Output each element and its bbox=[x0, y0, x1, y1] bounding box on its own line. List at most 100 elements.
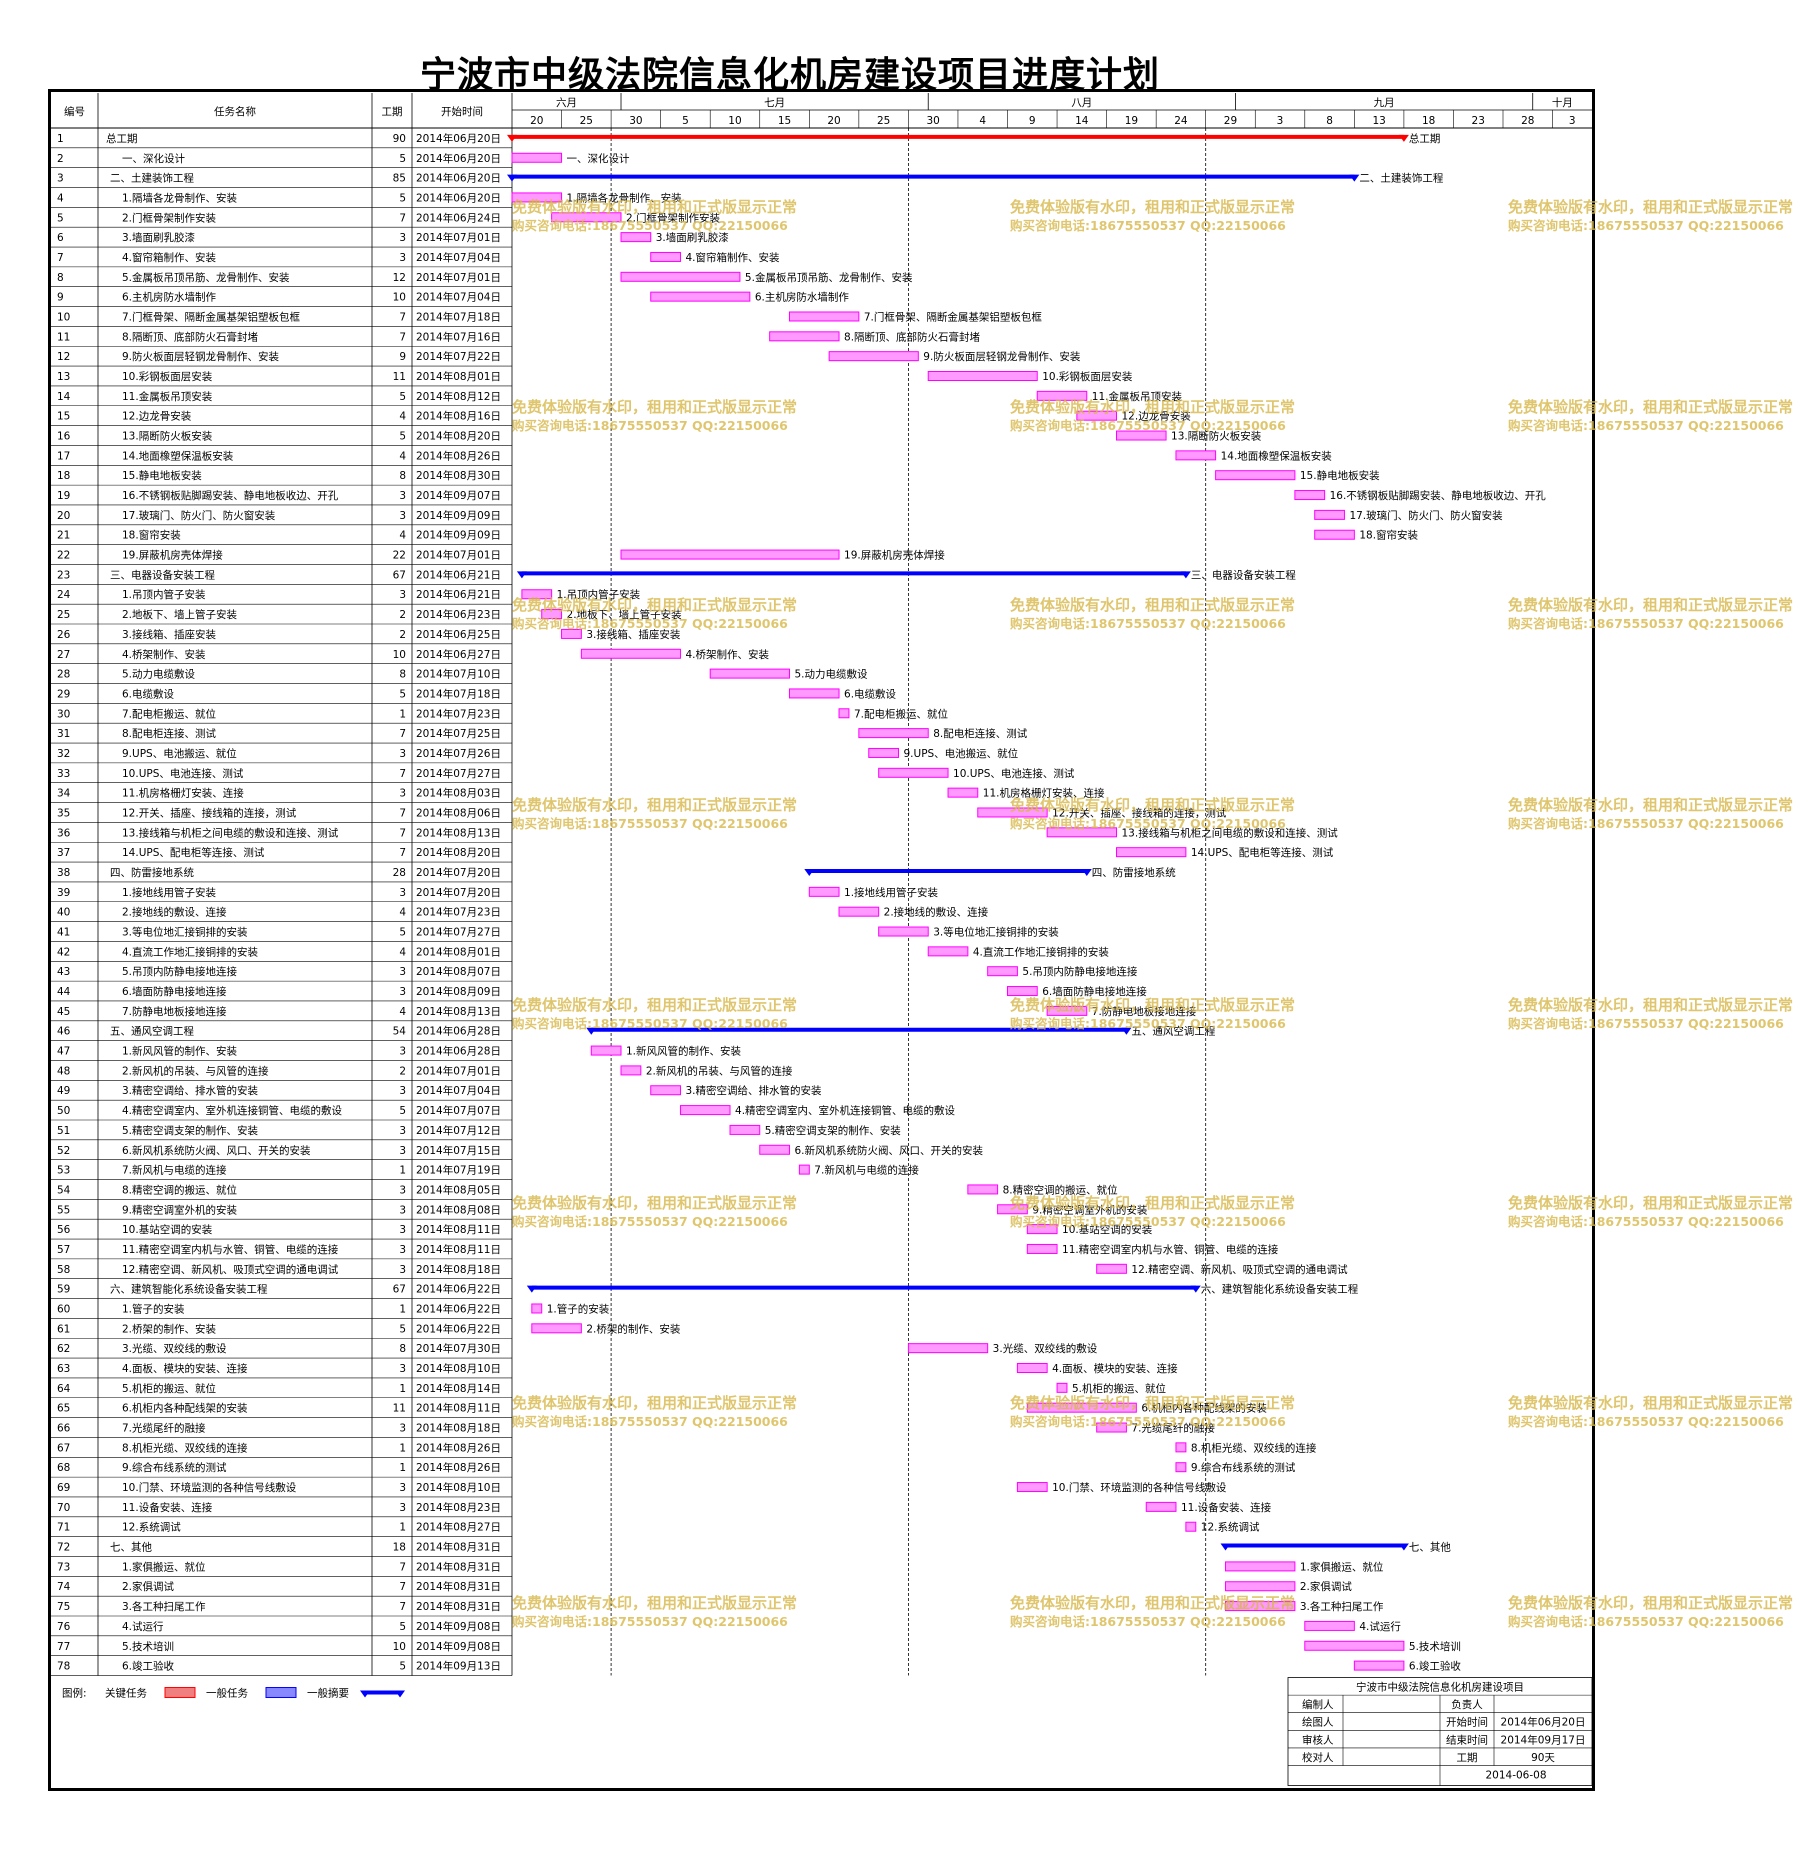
bar-label: 14.地面橡塑保温板安装 bbox=[1221, 449, 1333, 462]
task-bar bbox=[1314, 509, 1345, 520]
bar-label: 二、土建装饰工程 bbox=[1359, 172, 1443, 185]
task-start: 2014年08月14日 bbox=[416, 1382, 501, 1395]
task-name: 8.机柜光缆、双绞线的连接 bbox=[122, 1441, 248, 1454]
task-start: 2014年07月30日 bbox=[416, 1342, 501, 1355]
task-name: 5.金属板吊顶吊筋、龙骨制作、安装 bbox=[122, 271, 290, 284]
task-duration: 4 bbox=[399, 1006, 406, 1018]
month-label: 十月 bbox=[1552, 96, 1573, 109]
task-name: 1.家俱搬运、就位 bbox=[122, 1560, 206, 1573]
task-id: 78 bbox=[57, 1661, 70, 1673]
task-start: 2014年07月26日 bbox=[416, 747, 501, 760]
task-duration: 1 bbox=[399, 1522, 406, 1534]
bar-label: 9.综合布线系统的测试 bbox=[1191, 1461, 1296, 1474]
task-duration: 1 bbox=[399, 1462, 406, 1474]
bar-start-marker bbox=[507, 134, 517, 142]
task-id: 76 bbox=[57, 1621, 71, 1633]
task-name: 二、土建装饰工程 bbox=[110, 172, 194, 185]
task-id: 4 bbox=[57, 192, 64, 204]
bar-label: 19.屏蔽机房壳体焊接 bbox=[844, 549, 945, 562]
watermark-text: 购买咨询电话:18675550537 QQ:22150066 bbox=[1508, 1214, 1784, 1229]
task-name: 6.墙面防静电接地连接 bbox=[122, 985, 227, 998]
legend-summary-marker bbox=[395, 1690, 405, 1698]
bar-label: 13.接线箱与机柜之间电缆的敷设和连接、测试 bbox=[1122, 826, 1339, 839]
task-duration: 3 bbox=[399, 232, 406, 244]
bar-label: 三、电器设备安装工程 bbox=[1191, 568, 1296, 581]
bar-label: 11.机房格栅灯安装、连接 bbox=[983, 787, 1105, 800]
task-duration: 22 bbox=[393, 550, 406, 562]
month-label: 六月 bbox=[556, 97, 577, 109]
watermark-text: 免费体验版有水印，租用和正式版显示正常 bbox=[1010, 1194, 1295, 1212]
task-start: 2014年07月22日 bbox=[416, 350, 501, 363]
bar-label: 6.墙面防静电接地连接 bbox=[1042, 985, 1147, 998]
watermark-text: 免费体验版有水印，租用和正式版显示正常 bbox=[512, 398, 797, 416]
task-start: 2014年07月01日 bbox=[416, 271, 501, 284]
task-start: 2014年08月05日 bbox=[416, 1183, 501, 1196]
task-bar bbox=[1145, 1501, 1177, 1512]
bar-end-marker bbox=[1398, 1543, 1409, 1551]
bar-label: 1.吊顶内管子安装 bbox=[557, 588, 641, 601]
task-id: 22 bbox=[57, 550, 70, 562]
task-name: 18.窗帘安装 bbox=[122, 529, 181, 542]
task-bar bbox=[511, 192, 563, 203]
bar-label: 2.门框骨架制作安装 bbox=[626, 211, 721, 224]
task-name: 10.彩钢板面层安装 bbox=[122, 370, 213, 383]
bar-label: 4.试运行 bbox=[1359, 1620, 1401, 1633]
bar-label: 10.彩钢板面层安装 bbox=[1042, 370, 1133, 383]
task-id: 77 bbox=[57, 1641, 70, 1653]
bar-end-marker bbox=[1121, 1027, 1132, 1035]
task-bar bbox=[1175, 1462, 1187, 1473]
task-bar bbox=[858, 728, 929, 739]
watermark-text: 购买咨询电话:18675550537 QQ:22150066 bbox=[1010, 616, 1286, 631]
week-tick-label: 5 bbox=[682, 115, 689, 127]
task-name: 6.新风机系统防火阀、风口、开关的安装 bbox=[122, 1144, 311, 1157]
task-bar bbox=[788, 311, 860, 322]
task-name: 12.精密空调、新风机、吸顶式空调的通电调试 bbox=[122, 1263, 339, 1276]
task-name: 10.UPS、电池连接、测试 bbox=[122, 767, 244, 780]
task-start: 2014年08月12日 bbox=[416, 390, 501, 403]
task-duration: 54 bbox=[393, 1026, 407, 1038]
task-start: 2014年07月01日 bbox=[416, 1064, 501, 1077]
task-start: 2014年07月23日 bbox=[416, 707, 501, 720]
header-duration: 工期 bbox=[382, 106, 403, 118]
task-id: 30 bbox=[57, 708, 70, 720]
task-start: 2014年06月20日 bbox=[416, 132, 501, 145]
watermark-text: 免费体验版有水印，租用和正式版显示正常 bbox=[1508, 1194, 1793, 1212]
task-bar bbox=[1225, 1581, 1296, 1592]
watermark-text: 购买咨询电话:18675550537 QQ:22150066 bbox=[1508, 1414, 1784, 1429]
week-tick-label: 25 bbox=[580, 115, 593, 127]
bar-start-marker bbox=[804, 869, 815, 876]
task-duration: 3 bbox=[399, 1125, 406, 1137]
task-start: 2014年06月22日 bbox=[416, 1302, 501, 1315]
bar-label: 5.机柜的搬运、就位 bbox=[1072, 1382, 1167, 1395]
task-name: 14.UPS、配电柜等连接、测试 bbox=[122, 846, 265, 859]
task-duration: 9 bbox=[399, 351, 406, 363]
task-name: 7.新风机与电缆的连接 bbox=[122, 1164, 227, 1177]
task-id: 68 bbox=[57, 1462, 70, 1474]
task-start: 2014年08月06日 bbox=[416, 806, 501, 819]
task-bar bbox=[1353, 1660, 1405, 1671]
task-id: 27 bbox=[57, 649, 70, 661]
task-duration: 3 bbox=[399, 1184, 406, 1196]
bar-label: 6.新风机系统防火阀、风口、开关的安装 bbox=[794, 1144, 983, 1157]
task-name: 3.接线箱、插座安装 bbox=[122, 628, 217, 641]
task-start: 2014年07月19日 bbox=[416, 1164, 501, 1177]
task-start: 2014年09月08日 bbox=[416, 1620, 501, 1633]
bar-label: 12.开关、插座、接线箱的连接，测试 bbox=[1052, 806, 1227, 819]
task-duration: 2 bbox=[399, 629, 406, 641]
bar-label: 3.等电位地汇接铜排的安装 bbox=[933, 926, 1059, 939]
task-id: 65 bbox=[57, 1403, 70, 1415]
task-name: 13.隔断防火板安装 bbox=[122, 430, 213, 443]
info-value: 2014年09月17日 bbox=[1501, 1733, 1586, 1746]
info-label: 负责人 bbox=[1451, 1698, 1483, 1711]
task-id: 28 bbox=[57, 669, 70, 681]
bar-label: 2.桥架的制作、安装 bbox=[586, 1322, 681, 1335]
task-duration: 3 bbox=[399, 252, 406, 264]
task-duration: 7 bbox=[399, 847, 406, 859]
week-tick-label: 13 bbox=[1372, 115, 1385, 127]
task-bar bbox=[927, 371, 1038, 381]
task-duration: 3 bbox=[399, 1046, 406, 1058]
task-duration: 7 bbox=[399, 1561, 406, 1573]
task-id: 54 bbox=[57, 1184, 71, 1196]
task-bar bbox=[551, 212, 622, 223]
task-id: 53 bbox=[57, 1165, 70, 1177]
